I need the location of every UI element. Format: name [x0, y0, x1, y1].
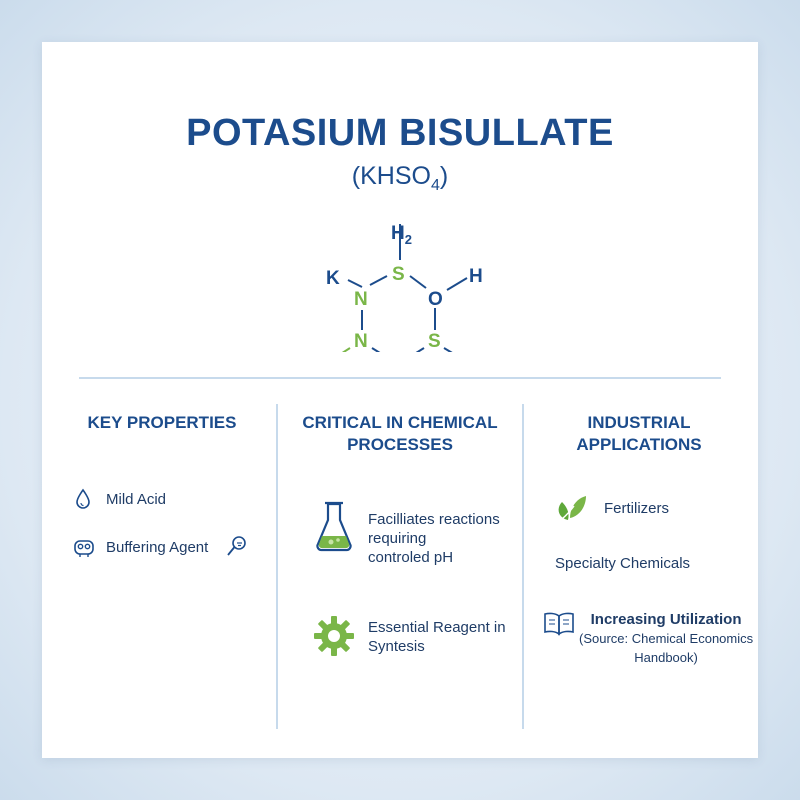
- bond: [371, 347, 381, 352]
- chemical-processes-heading: CRITICAL IN CHEMICAL PROCESSES: [302, 413, 498, 454]
- industrial-applications-heading: INDUSTRIAL APPLICATIONS: [576, 413, 702, 454]
- column-divider: [522, 404, 524, 729]
- atom-h2-top: H2: [391, 223, 412, 247]
- application-label-line: Increasing Utilization: [590, 611, 742, 628]
- atom-s-top: S: [392, 264, 405, 285]
- property-item-mild-acid: Mild Acid: [74, 488, 166, 510]
- info-card: POTASIUM BISULLATE (KHSO4) H2 K S H N O …: [42, 42, 758, 758]
- property-item-buffering-agent: Buffering Agent: [72, 534, 248, 560]
- application-source-line: (Source: Chemical Economics: [579, 631, 754, 646]
- property-label: Buffering Agent: [106, 538, 209, 556]
- key-properties-heading: KEY PROPERTIES: [87, 413, 237, 432]
- atom-o-right: O: [428, 289, 443, 310]
- atom-n-left-top: N: [354, 289, 368, 310]
- property-label: Mild Acid: [106, 490, 167, 508]
- column-divider: [276, 404, 278, 729]
- droplet-icon: [76, 488, 90, 509]
- atom-s-right: S: [428, 331, 441, 352]
- gear-icon: [314, 616, 354, 656]
- process-label-line: Essential Reagent in: [368, 619, 506, 636]
- molecule-diagram: H2 K S H N O N S H2 N O2: [326, 223, 483, 352]
- application-label: Fertilizers: [604, 499, 670, 517]
- application-source-line: Handbook): [634, 650, 698, 665]
- atom-k: K: [326, 268, 340, 289]
- process-item-reactions: Facilliates reactions requiring controle…: [314, 498, 500, 567]
- process-label-line: Syntesis: [368, 638, 425, 655]
- buffer-molecule-icon: [74, 540, 94, 557]
- application-label: Specialty Chemicals: [555, 555, 691, 572]
- application-item-utilization: Increasing Utilization (Source: Chemical…: [543, 610, 753, 667]
- process-label-line: controled pH: [368, 549, 454, 566]
- bond: [446, 277, 468, 291]
- leaf-icon: [557, 496, 586, 523]
- process-item-reagent: Essential Reagent in Syntesis: [312, 614, 506, 658]
- bond: [443, 347, 453, 352]
- process-label-line: requiring: [368, 530, 427, 547]
- chemical-formula: (KHSO4): [351, 162, 449, 194]
- flask-icon: [316, 501, 352, 552]
- atom-h-right: H: [469, 266, 483, 287]
- bond: [409, 275, 427, 289]
- application-item-specialty-chemicals: Specialty Chemicals: [555, 554, 690, 573]
- bond: [415, 347, 425, 352]
- page-title: POTASIUM BISULLATE: [186, 112, 614, 154]
- bond: [347, 279, 363, 288]
- book-icon: [544, 612, 574, 636]
- atom-n-left-bottom: N: [354, 331, 368, 352]
- double-bond: [341, 347, 351, 352]
- flask-tilt-icon: [227, 536, 247, 556]
- application-item-fertilizers: Fertilizers: [552, 492, 669, 524]
- section-divider: [79, 377, 721, 379]
- process-label-line: Facilliates reactions: [368, 511, 500, 528]
- bond: [369, 275, 388, 286]
